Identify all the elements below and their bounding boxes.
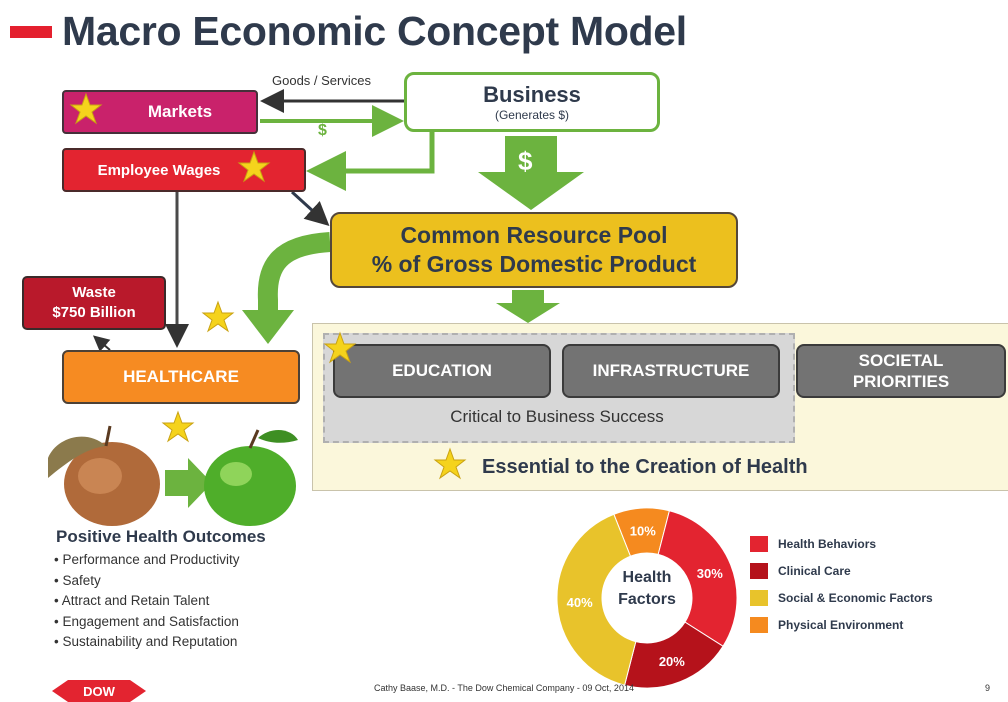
list-item: • Safety bbox=[54, 572, 101, 588]
footer-credit: Cathy Baase, M.D. - The Dow Chemical Com… bbox=[374, 683, 634, 693]
money-label: $ bbox=[318, 122, 327, 139]
pool-line2: % of Gross Domestic Product bbox=[371, 251, 697, 277]
legend-label: Clinical Care bbox=[778, 563, 851, 578]
legend-swatch bbox=[750, 589, 768, 606]
business-box: Business (Generates $) bbox=[404, 72, 660, 132]
fresh-apple-icon bbox=[204, 429, 298, 526]
legend-swatch bbox=[750, 562, 768, 579]
education-box: EDUCATION bbox=[333, 344, 551, 398]
wages-to-pool-arrow bbox=[290, 190, 330, 227]
waste-line2: $750 Billion bbox=[52, 304, 136, 321]
donut-value-label: 20% bbox=[659, 654, 685, 669]
societal-priorities-box: SOCIETAL PRIORITIES bbox=[796, 344, 1006, 398]
donut-slice-social-economic-factors bbox=[556, 513, 637, 686]
dow-logo: DOW bbox=[52, 680, 146, 702]
markets-label: Markets bbox=[147, 102, 213, 121]
education-label: EDUCATION bbox=[392, 361, 492, 380]
business-subtitle: (Generates $) bbox=[494, 108, 570, 122]
legend-swatch bbox=[750, 535, 768, 552]
dow-logo-text: DOW bbox=[83, 684, 116, 699]
waste-line1: Waste bbox=[72, 284, 116, 301]
common-resource-pool-box: Common Resource Pool % of Gross Domestic… bbox=[330, 212, 738, 288]
legend-label: Health Behaviors bbox=[778, 536, 877, 551]
legend-item: Physical Environment bbox=[750, 611, 933, 638]
societal-line1: SOCIETAL bbox=[858, 351, 944, 370]
goods-services-label: Goods / Services bbox=[272, 73, 371, 88]
pool-to-priorities-arrow bbox=[496, 290, 560, 323]
employee-wages-label: Employee Wages bbox=[97, 161, 221, 179]
list-item: • Sustainability and Reputation bbox=[54, 634, 238, 649]
societal-line2: PRIORITIES bbox=[852, 372, 950, 391]
list-item: • Attract and Retain Talent bbox=[54, 593, 210, 608]
star-icon bbox=[161, 410, 195, 443]
outcomes-list: • Performance and Productivity • Safety … bbox=[54, 550, 240, 653]
infrastructure-label: INFRASTRUCTURE bbox=[592, 361, 750, 380]
legend-item: Health Behaviors bbox=[750, 530, 933, 557]
pool-to-healthcare-arrow bbox=[257, 232, 331, 312]
star-icon bbox=[433, 447, 467, 480]
star-icon bbox=[323, 331, 357, 364]
healthcare-box: HEALTHCARE bbox=[62, 350, 300, 404]
legend-label: Social & Economic Factors bbox=[778, 590, 933, 605]
waste-box: Waste $750 Billion bbox=[22, 276, 166, 330]
big-dollar-label: $ bbox=[518, 146, 533, 176]
list-item: • Performance and Productivity bbox=[54, 552, 240, 567]
star-icon bbox=[237, 150, 271, 183]
health-factors-donut: 10% 30% 20% 40% Health Factors bbox=[556, 507, 738, 689]
rotten-apple-icon bbox=[48, 425, 160, 526]
health-factors-legend: Health Behaviors Clinical Care Social & … bbox=[750, 530, 933, 638]
employee-wages-box: Employee Wages bbox=[62, 148, 306, 192]
donut-value-label: 40% bbox=[567, 595, 593, 610]
star-icon bbox=[69, 92, 103, 125]
donut-center-line2: Factors bbox=[618, 591, 676, 608]
big-dollar-arrow bbox=[478, 136, 584, 210]
critical-label: Critical to Business Success bbox=[450, 407, 664, 426]
donut-center-line1: Health bbox=[623, 569, 672, 586]
pool-line1: Common Resource Pool bbox=[400, 222, 668, 248]
legend-item: Clinical Care bbox=[750, 557, 933, 584]
legend-label: Physical Environment bbox=[778, 617, 904, 632]
infrastructure-box: INFRASTRUCTURE bbox=[562, 344, 780, 398]
outcomes-title: Positive Health Outcomes bbox=[56, 527, 266, 546]
title-accent-bar bbox=[10, 26, 52, 38]
star-icon bbox=[201, 300, 235, 333]
page-title: Macro Economic Concept Model bbox=[62, 8, 687, 54]
legend-swatch bbox=[750, 616, 768, 633]
healthcare-label: HEALTHCARE bbox=[123, 367, 239, 386]
business-title: Business bbox=[483, 82, 581, 107]
list-item: • Engagement and Satisfaction bbox=[54, 613, 239, 629]
donut-slice-health-behaviors bbox=[657, 510, 738, 647]
page-number: 9 bbox=[985, 683, 991, 693]
apple-transition-arrow bbox=[165, 458, 212, 508]
essential-label: Essential to the Creation of Health bbox=[482, 456, 808, 478]
legend-item: Social & Economic Factors bbox=[750, 584, 933, 611]
apples-illustration bbox=[48, 425, 298, 526]
markets-box: Markets bbox=[62, 90, 258, 134]
donut-value-label: 10% bbox=[630, 524, 656, 539]
wages-arrow bbox=[306, 132, 435, 191]
donut-value-label: 30% bbox=[697, 566, 723, 581]
healthcare-to-waste-arrow bbox=[92, 335, 111, 352]
